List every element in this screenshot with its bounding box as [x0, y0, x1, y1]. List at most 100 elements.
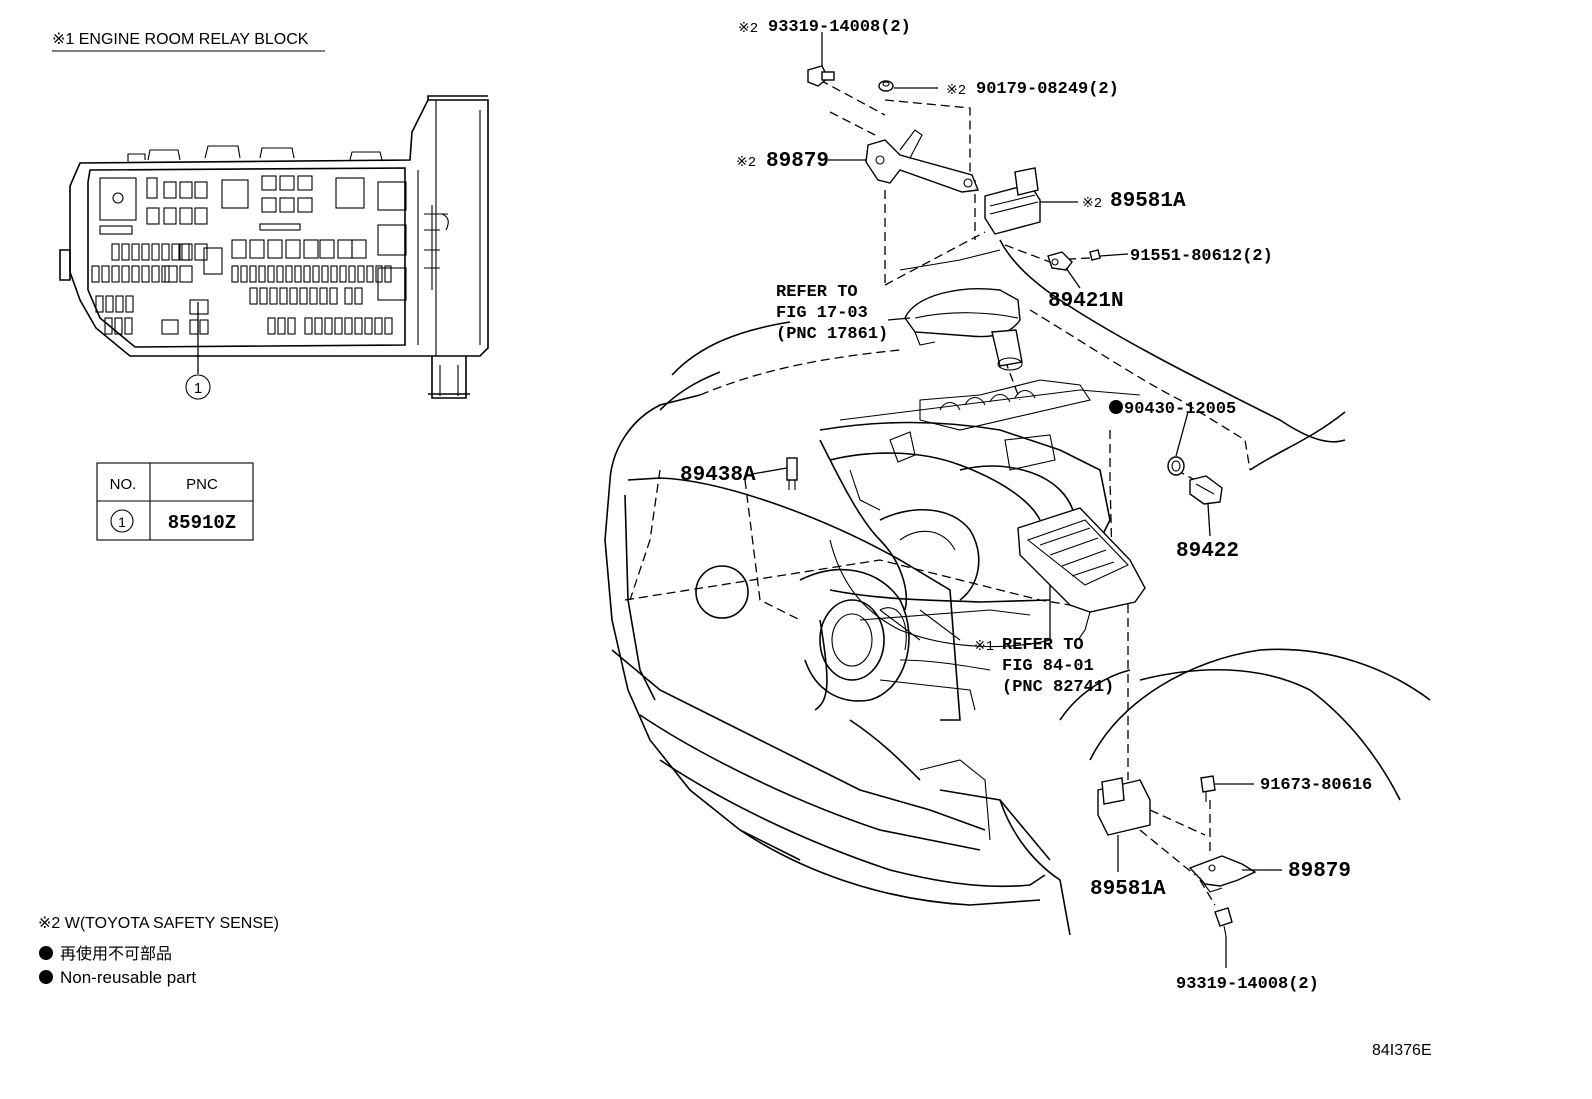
table-row-no: 1: [118, 514, 126, 530]
fuse-slot: [289, 287, 298, 305]
part-relay-block-vehicle: [1017, 507, 1146, 641]
fuse-slot: [194, 207, 208, 225]
fuse-slot: [374, 317, 383, 335]
fuse-slot: [354, 317, 363, 335]
dashed-routing-lines: [624, 79, 1251, 906]
fuse-slot: [121, 265, 130, 283]
fuse-slot: [151, 265, 160, 283]
fuse-slot: [179, 243, 193, 261]
fuse-slot: [259, 287, 268, 305]
fuse-slot: [319, 239, 335, 259]
pnc-table: NO. PNC 1 85910Z: [96, 462, 254, 541]
fuse-slot: [194, 181, 208, 199]
note-variant: ※2 W(TOYOTA SAFETY SENSE): [38, 915, 279, 932]
fuse-slot: [231, 265, 239, 283]
fuse-slot: [258, 265, 266, 283]
fuse-slot: [194, 243, 208, 261]
fuse-slot: [249, 265, 257, 283]
table-header-pnc: PNC: [186, 476, 218, 493]
part-air-duct: [904, 288, 1023, 371]
label-refer-17-line3: (PNC 17861): [776, 325, 888, 344]
fuse-slot: [314, 317, 323, 335]
fuse-slot: [259, 223, 301, 231]
fuse-slot: [267, 239, 283, 259]
fuse-slot: [199, 319, 209, 335]
part-screw-right: [1089, 249, 1101, 261]
label-sensor-low: 89581A: [1090, 878, 1166, 901]
fuse-slot: [105, 295, 114, 313]
fuse-slot: [277, 317, 286, 335]
label-bracket-top-mark: ※2: [736, 155, 756, 171]
label-refer-84-line2: FIG 84-01: [1002, 657, 1094, 676]
fuse-slot: [131, 265, 140, 283]
fuse-slot: [261, 175, 277, 191]
fuse-slot: [329, 287, 338, 305]
inset-title: ※1 ENGINE ROOM RELAY BLOCK: [52, 31, 309, 48]
part-sensor-89438A: [786, 457, 798, 490]
fuse-slot: [297, 175, 313, 191]
fuse-slot: [189, 299, 209, 315]
fuse-slot: [384, 317, 393, 335]
fuse-slot: [161, 243, 170, 261]
fuse-slot: [287, 317, 296, 335]
figure-id: 84I376E: [1372, 1042, 1432, 1059]
label-refer-84-line1: REFER TO: [1002, 636, 1084, 655]
label-bolt-low: 91673-80616: [1260, 776, 1372, 795]
fuse-slot: [189, 319, 199, 335]
label-screw-right: 91551-80612(2): [1130, 247, 1273, 266]
note-nonreusable-jp: 再使用不可部品: [60, 945, 172, 963]
table-header-no: NO.: [110, 476, 137, 493]
fuse-slot: [334, 317, 343, 335]
fuse-slot: [309, 287, 318, 305]
label-refer-17-line2: FIG 17-03: [776, 304, 868, 323]
fuse-slot: [319, 287, 328, 305]
fuse-slot: [357, 265, 365, 283]
fuse-slot: [231, 239, 247, 259]
fuse-slot: [171, 243, 180, 261]
fuse-slot: [375, 265, 383, 283]
label-nut-top-mark: ※2: [946, 83, 966, 99]
label-bracket-top: 89879: [766, 150, 829, 173]
part-sensor-top: [984, 167, 1041, 235]
fuse-slot: [163, 207, 177, 225]
fuse-slot: [351, 239, 367, 259]
callout-number: 1: [194, 380, 202, 397]
fuse-slot: [95, 295, 104, 313]
fuse-slot: [131, 243, 140, 261]
fuse-slot: [285, 265, 293, 283]
label-refer-17-line1: REFER TO: [776, 283, 858, 302]
fuse-slot: [164, 265, 178, 283]
fuse-slot: [141, 243, 150, 261]
part-bolt-top: [807, 65, 835, 87]
fuse-slot: [285, 239, 301, 259]
fuse-slot: [267, 317, 276, 335]
label-sensor-top-mark: ※2: [1082, 196, 1102, 212]
label-sensor-89438A: 89438A: [680, 464, 756, 487]
fuse-slot: [179, 181, 193, 199]
fuse-slot: [146, 177, 158, 199]
fuse-slot: [240, 265, 248, 283]
fuse-slot: [279, 175, 295, 191]
callout-circle: [185, 374, 211, 400]
fuse-slot: [121, 243, 130, 261]
fuse-slot: [124, 317, 133, 335]
fuse-slot: [366, 265, 374, 283]
fuse-slot: [161, 319, 179, 335]
label-bracket-low: 89879: [1288, 860, 1351, 883]
fuse-slot: [267, 265, 275, 283]
label-sensor-top: 89581A: [1110, 190, 1186, 213]
fuse-slot: [179, 265, 193, 283]
fuse-slot: [91, 265, 100, 283]
fuse-slot: [312, 265, 320, 283]
fuse-slot: [114, 317, 123, 335]
label-gasket-bullet: [1109, 400, 1123, 414]
fuse-slot: [261, 197, 277, 213]
fuse-slot: [249, 287, 258, 305]
fuse-slot: [125, 295, 134, 313]
fuse-slot: [384, 265, 392, 283]
part-bolt-low: [1200, 775, 1216, 802]
fuse-slot: [279, 287, 288, 305]
fuse-slot: [279, 197, 295, 213]
fuse-slot: [344, 287, 353, 305]
